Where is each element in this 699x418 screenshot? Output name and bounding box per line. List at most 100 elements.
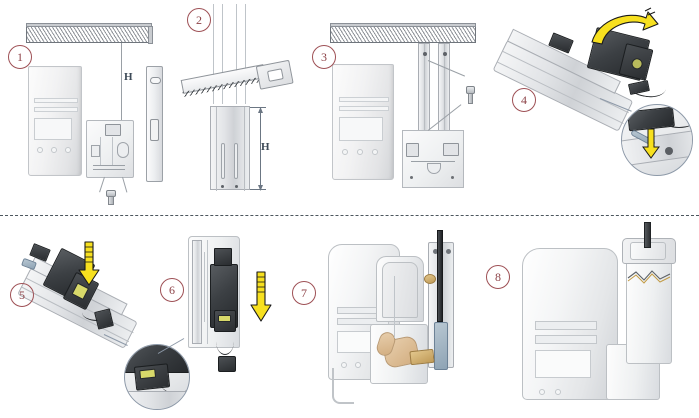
- product-body-8: [522, 248, 618, 400]
- mounting-bracket-3: [402, 130, 464, 188]
- rail-hole-1: [221, 185, 224, 188]
- wire-7: [394, 276, 395, 338]
- step-badge-6: 6: [160, 278, 184, 302]
- appliance-knob-1: [37, 147, 43, 153]
- product-vent-8a: [535, 321, 597, 330]
- rail-slot-1: [221, 143, 225, 179]
- module-wire-6: [204, 252, 205, 322]
- ceiling-end-cap: [148, 26, 153, 44]
- step-badge-3: 3: [312, 45, 336, 69]
- bracket-3-rib: [411, 161, 455, 162]
- appliance-display: [34, 118, 72, 140]
- appliance-body-3: [332, 64, 394, 180]
- step-panel-7: 7: [292, 216, 480, 418]
- bracket-linkage-2: [112, 137, 113, 165]
- dark-rod-7: [437, 230, 443, 322]
- bracket-rib-1: [93, 165, 125, 166]
- detail-callout-5: [124, 344, 190, 410]
- bracket-3-hole-1: [410, 176, 413, 179]
- leader-line-right: [122, 176, 128, 193]
- rail-right: [438, 43, 450, 133]
- ceiling-edge: [26, 23, 152, 27]
- spirit-level-vial: [150, 77, 161, 84]
- appliance-vent-3a: [339, 97, 389, 102]
- product-stem-8: [644, 222, 651, 248]
- spirit-level: [146, 66, 163, 182]
- appliance-knob-2: [51, 147, 57, 153]
- step-badge-4: 4: [512, 88, 536, 112]
- dimension-line-vertical: [260, 107, 261, 190]
- press-arrow-5: [78, 241, 100, 286]
- step-panel-5: 5: [0, 216, 190, 418]
- dimension-tick-bottom: [250, 189, 266, 190]
- row-divider: [0, 215, 699, 216]
- rail-inner-line-1: [216, 107, 217, 191]
- ceiling-slab-3: [330, 26, 476, 43]
- module-plug-6: [214, 248, 232, 266]
- detail-callout-4: [621, 104, 693, 176]
- rail-section: [210, 106, 250, 191]
- height-label-step1: H: [124, 71, 133, 83]
- slide-arrow-6: [250, 271, 272, 322]
- rail-left-line: [424, 44, 425, 133]
- rail-left: [418, 43, 430, 133]
- rail-hole-2: [235, 185, 238, 188]
- step-panel-4: 4: [480, 0, 699, 212]
- rail-edge-1: [213, 4, 214, 104]
- product-knob-7a: [341, 362, 347, 368]
- bracket-3-catch: [443, 143, 459, 156]
- bracket-clamp: [105, 124, 121, 136]
- product-vent-8b: [535, 335, 597, 344]
- cable-connector-6: [218, 356, 236, 372]
- bracket-7-hole-2: [446, 249, 451, 254]
- product-label-8: [535, 350, 591, 378]
- dimension-tick-top: [250, 107, 266, 108]
- callout-4-hole: [665, 147, 673, 155]
- appliance-display-3: [339, 117, 383, 141]
- step-panel-8: 8: [480, 216, 699, 418]
- channel-line-6: [207, 240, 208, 344]
- module-lens-4: [630, 57, 644, 71]
- rail-left-hole: [423, 52, 427, 56]
- product-knob-8b: [555, 389, 561, 395]
- appliance-knob-3b: [357, 149, 363, 155]
- step-panel-2: H 2: [180, 0, 310, 212]
- callout-5-lens: [139, 368, 157, 380]
- module-face-6: [214, 310, 236, 332]
- callout-leader-6: [157, 338, 185, 354]
- rail-right-hole: [443, 52, 447, 56]
- appliance-knob-3c: [372, 149, 378, 155]
- appliance-vent-1: [34, 98, 78, 103]
- rail-slot-2: [234, 143, 238, 179]
- rail-groove-2: [236, 4, 237, 104]
- blue-bracket-7: [434, 322, 448, 370]
- step-badge-1: 1: [8, 45, 32, 69]
- dimension-arrowheads: [258, 107, 263, 191]
- step-panel-3: 3: [310, 0, 480, 212]
- rail-right-line: [444, 44, 445, 133]
- bracket-3-roller: [427, 163, 441, 174]
- ceiling-slab: [26, 26, 152, 43]
- appliance-knob-3a: [342, 149, 348, 155]
- bracket-roller: [117, 142, 129, 158]
- callout-4-arrow: [642, 128, 660, 159]
- module-cable-6: [216, 328, 234, 355]
- bracket-linkage: [100, 137, 101, 165]
- module-lens-6: [218, 315, 231, 322]
- column-seam-8: [627, 270, 671, 284]
- bracket-3-hole-2: [451, 176, 454, 179]
- appliance-body: [28, 66, 82, 176]
- leader-line-left: [99, 176, 105, 193]
- bracket-7-hole-1: [433, 249, 438, 254]
- screw-shaft: [108, 196, 114, 205]
- rail-groove-1: [222, 4, 223, 104]
- bracket-3-lug: [406, 143, 419, 157]
- step-panel-1: H 1: [0, 0, 180, 210]
- bracket-lug-left: [91, 145, 100, 157]
- step-panel-6: 6: [157, 216, 310, 418]
- channel-rib-left-6: [192, 240, 202, 344]
- spirit-level-window: [150, 119, 159, 141]
- height-label-step2: H: [261, 141, 270, 153]
- product-knob-8a: [539, 389, 545, 395]
